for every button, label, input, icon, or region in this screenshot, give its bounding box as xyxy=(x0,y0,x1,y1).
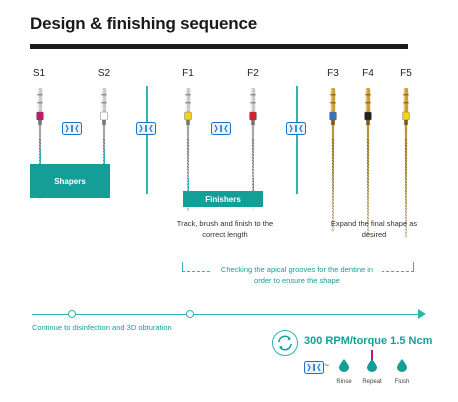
tilde-symbol: ~ xyxy=(324,360,330,370)
apical-bracket-left xyxy=(182,262,184,271)
apical-bracket-right xyxy=(413,262,415,271)
file-label-f2: F2 xyxy=(247,68,259,79)
flow-caption: Continue to disinfection and 3D obturati… xyxy=(32,323,172,332)
shapers-label: Shapers xyxy=(54,176,86,186)
section-separator xyxy=(146,86,148,194)
page-title: Design & finishing sequence xyxy=(30,14,257,33)
flow-node xyxy=(68,310,76,318)
rpm-torque-label: 300 RPM/torque 1.5 Ncm xyxy=(304,335,433,347)
finishers-connector xyxy=(188,178,189,191)
rinse-label: Rinse xyxy=(336,379,352,385)
file-f2 xyxy=(249,88,257,210)
file-label-f1: F1 xyxy=(182,68,194,79)
file-label-s1: S1 xyxy=(32,68,46,79)
file-label-f5: F5 xyxy=(400,68,412,79)
shapers-connector xyxy=(104,150,105,164)
file-f4 xyxy=(364,88,372,236)
file-label-f3: F3 xyxy=(327,68,339,79)
shapers-box: Shapers xyxy=(30,164,110,198)
rotation-icon xyxy=(272,330,298,356)
finishers-connector xyxy=(253,178,254,191)
file-label-s2: S2 xyxy=(97,68,111,79)
drop-icon xyxy=(367,359,377,372)
shapers-connector xyxy=(40,150,41,164)
apical-note: Checking the apical grooves for the dent… xyxy=(212,264,382,286)
finishers-label: Finishers xyxy=(205,194,241,204)
repeat-label: Repeat xyxy=(362,379,382,385)
file-f3 xyxy=(329,88,337,232)
drop-icon xyxy=(339,359,349,372)
drop-icon xyxy=(397,359,407,372)
expand-note: Expand the final shape as desired xyxy=(330,219,418,239)
rri-icon xyxy=(62,122,82,135)
file-f5 xyxy=(402,88,410,238)
flush-label: Flush xyxy=(394,379,410,385)
file-tip-icon xyxy=(371,350,373,361)
section-separator xyxy=(296,86,298,194)
rri-icon xyxy=(136,122,156,135)
rri-icon xyxy=(286,122,306,135)
sequence-flow-line xyxy=(32,314,420,316)
finishers-box: Finishers xyxy=(183,191,263,207)
flow-node xyxy=(186,310,194,318)
rri-icon xyxy=(304,361,324,374)
arrow-right-icon xyxy=(418,309,426,319)
file-label-f4: F4 xyxy=(362,68,374,79)
rri-icon xyxy=(211,122,231,135)
finish-note: Track, brush and finish to the correct l… xyxy=(176,219,274,239)
title-underline xyxy=(30,44,408,49)
